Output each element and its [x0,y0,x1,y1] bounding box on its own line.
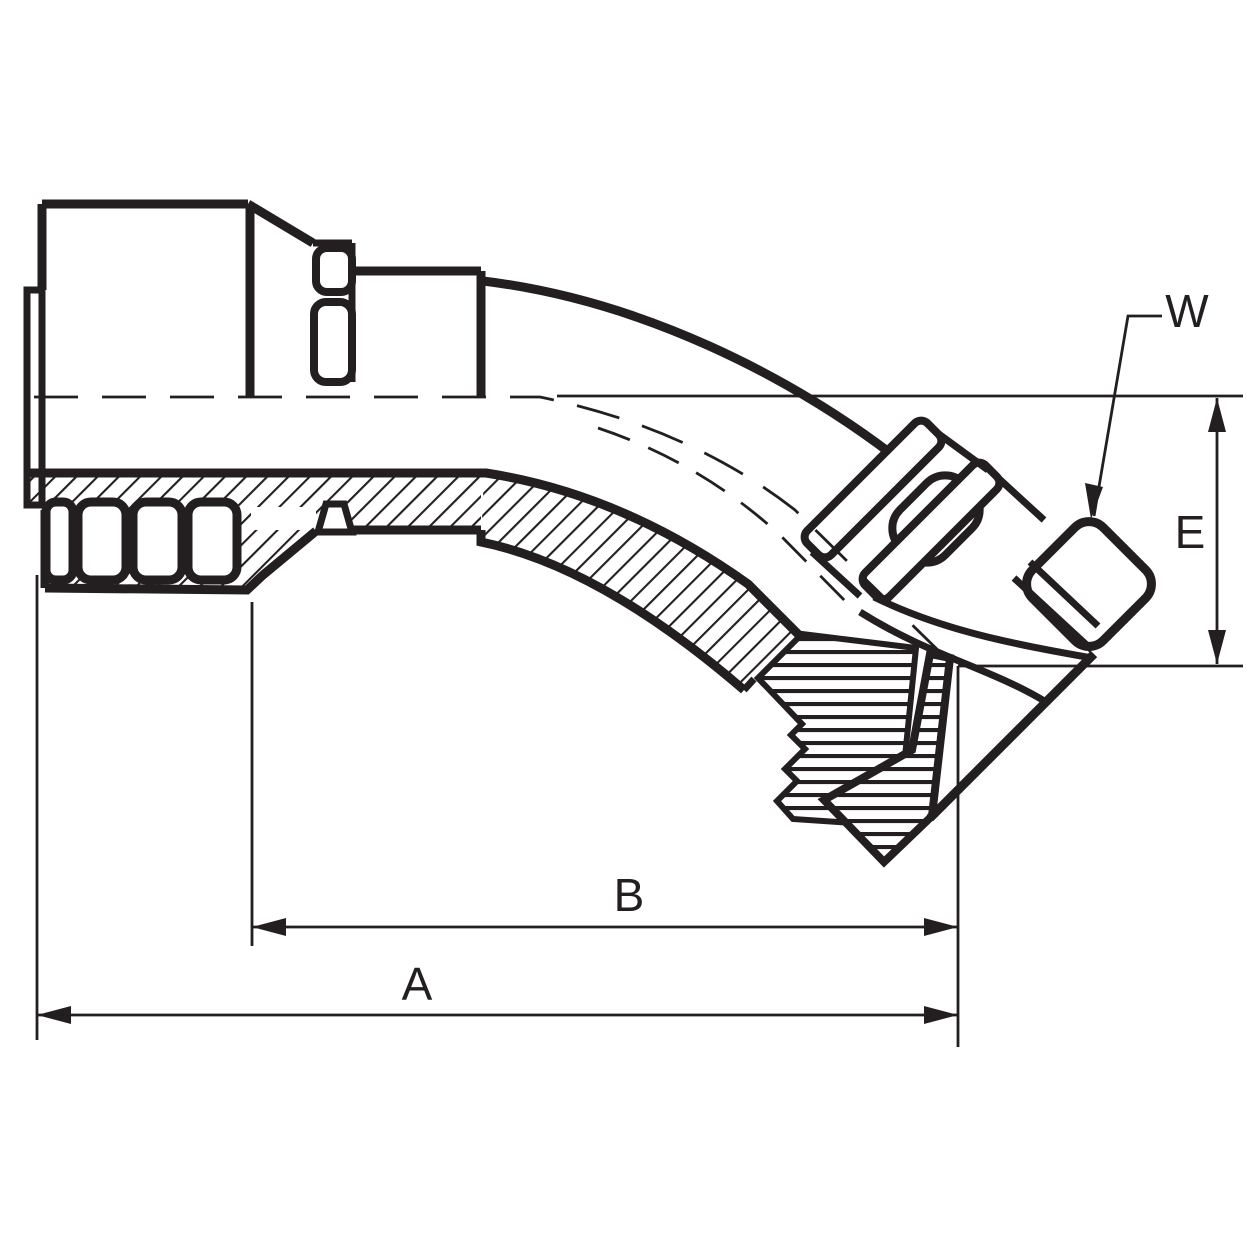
bend-wall-section-fill [481,474,800,692]
leader-line-W [1092,314,1162,517]
hidden-bore-centerline [597,426,857,613]
neck-line-1 [1011,575,1095,653]
fitting-outline [23,199,905,694]
arrow-E-bottom [1208,630,1226,664]
dimensions [35,314,1243,1047]
dim-label-a: A [402,958,433,1010]
section-cutouts [41,497,357,585]
bore-line [27,468,806,642]
tube-outer-arc [482,276,905,466]
collar-band-lower [310,298,356,386]
serration-groove-3 [128,497,187,585]
arrow-B-right [924,918,958,936]
swivel-end [800,416,1156,822]
serration-groove-1 [41,497,78,585]
socket-chamfer [245,200,316,247]
tube-od-connector-2 [993,473,1047,523]
beak-curve-lower [858,609,1048,705]
arrow-W [1085,483,1103,519]
collar-band-upper [312,244,356,296]
dimension-labels: W E B A [402,285,1210,1010]
tube-od-connector-3 [809,549,863,599]
serration-groove-4 [183,497,242,585]
beak-curve-upper [872,593,1093,662]
tube-od-connector-1 [933,429,991,473]
arrow-A-right [924,1006,958,1024]
collar-step [741,676,757,693]
nipple-channel [251,507,316,530]
ferrule-bottom-edge [44,527,319,595]
nut-band-front [858,458,1004,604]
nut-band-back [800,416,946,562]
dim-label-b: B [614,869,645,921]
dim-label-e: E [1175,506,1206,558]
dimension-arrowheads [37,398,1226,1024]
dim-label-w: W [1165,285,1209,337]
serration-groove-2 [73,497,131,585]
bend-outer-lower [476,530,747,694]
centerline [34,395,949,661]
neck-line-2 [1027,559,1101,629]
arrow-E-top [1208,398,1226,432]
retention-tab [313,500,357,536]
arrow-A-left [37,1006,71,1024]
arrow-B-left [252,918,286,936]
